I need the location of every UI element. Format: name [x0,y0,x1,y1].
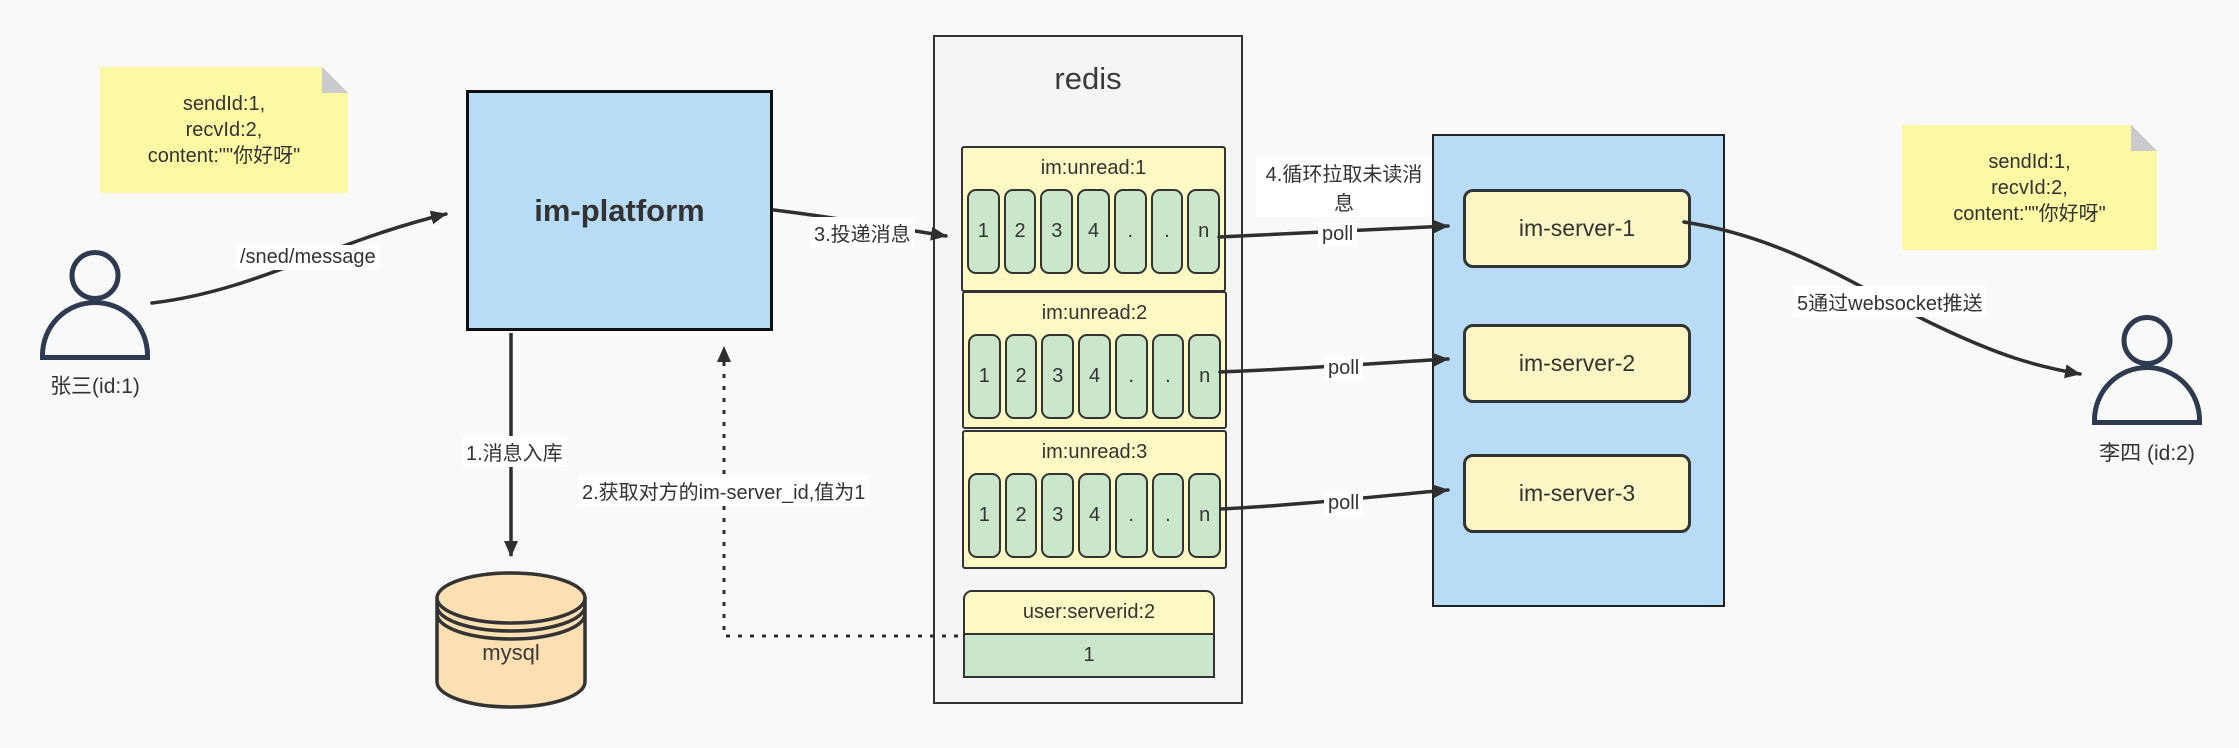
redis-container: redis im:unread:1 1 2 3 4 . . n im:unrea… [933,35,1243,704]
sticky-note-message-left: sendId:1, recvId:2, content:""你好呀" [100,67,348,193]
actor-receiver-icon [2092,315,2202,425]
edge-label-poll-1: poll [1318,222,1358,247]
actor-receiver-label: 李四 (id:2) [2099,442,2195,465]
queue-cell: 1 [967,189,1000,274]
queue-cell: n [1188,334,1222,419]
im-platform-box: im-platform [466,90,773,331]
actor-sender-icon [40,250,150,360]
queue-cell: 3 [1040,189,1074,274]
edge-label-step5: 5通过websocket推送 [1793,286,1987,317]
queue-cell: . [1113,189,1147,274]
queue-cell: 4 [1077,189,1110,274]
person-head-icon [69,250,121,301]
queue-cell: . [1151,473,1185,558]
folded-corner-icon [322,67,348,93]
mysql-label: mysql [482,640,540,665]
queue-header: im:unread:1 [1040,157,1147,179]
redis-queue-unread-3: im:unread:3 1 2 3 4 . . n [962,430,1227,569]
redis-kv-user-serverid: user:serverid:2 1 [963,590,1215,678]
queue-header: im:unread:3 [1041,441,1148,463]
edge-label-step2: 2.获取对方的im-server_id,值为1 [578,475,870,506]
sticky-note-text: sendId:1, recvId:2, content:""你好呀" [1953,150,2106,225]
edge-label-step4: 4.循环拉取未读消 息 [1256,157,1432,217]
edge-label-step1: 1.消息入库 [462,436,567,467]
im-server-3-box: im-server-3 [1463,454,1691,533]
folded-corner-icon [2131,125,2157,151]
edge-label-send-message: /sned/message [236,245,380,270]
queue-cell: . [1114,334,1148,419]
edge-label-poll-3: poll [1324,491,1364,516]
redis-title: redis [1054,61,1122,96]
queue-cell: 1 [968,473,1001,558]
redis-queue-unread-2: im:unread:2 1 2 3 4 . . n [962,291,1227,429]
im-server-cluster-box: im-server-1 im-server-2 im-server-3 [1432,134,1725,607]
queue-cell: 2 [1003,189,1037,274]
edge-label-poll-2: poll [1324,356,1364,381]
queue-cell: . [1151,334,1185,419]
queue-cells: 1 2 3 4 . . n [968,334,1222,419]
im-server-2-box: im-server-2 [1463,324,1691,403]
redis-queue-unread-1: im:unread:1 1 2 3 4 . . n [961,146,1226,292]
sticky-note-background [100,67,348,193]
kv-value: 1 [963,633,1215,678]
queue-cells: 1 2 3 4 . . n [967,189,1221,274]
queue-cell: 2 [1004,473,1038,558]
queue-cell: 1 [968,334,1001,419]
queue-cell: 4 [1078,334,1111,419]
arrow-websocket-push [1682,220,2082,379]
queue-cells: 1 2 3 4 . . n [968,473,1222,558]
queue-cell: 2 [1004,334,1038,419]
actor-sender-label: 张三(id:1) [50,375,140,398]
queue-cell: 3 [1041,473,1075,558]
im-platform-label: im-platform [534,192,705,228]
queue-cell: . [1150,189,1184,274]
queue-cell: 4 [1078,473,1111,558]
mysql-database-icon [435,571,587,709]
queue-header: im:unread:2 [1041,302,1148,324]
person-head-icon [2121,315,2173,366]
edge-label-step3: 3.投递消息 [810,217,915,248]
queue-cell: n [1188,473,1222,558]
im-server-1-box: im-server-1 [1463,189,1691,268]
sticky-note-background [1902,125,2157,250]
sticky-note-text: sendId:1, recvId:2, content:""你好呀" [147,93,301,167]
queue-cell: 3 [1041,334,1075,419]
sticky-note-message-right: sendId:1, recvId:2, content:""你好呀" [1902,125,2157,250]
queue-cell: . [1114,473,1148,558]
queue-cell: n [1187,189,1221,274]
